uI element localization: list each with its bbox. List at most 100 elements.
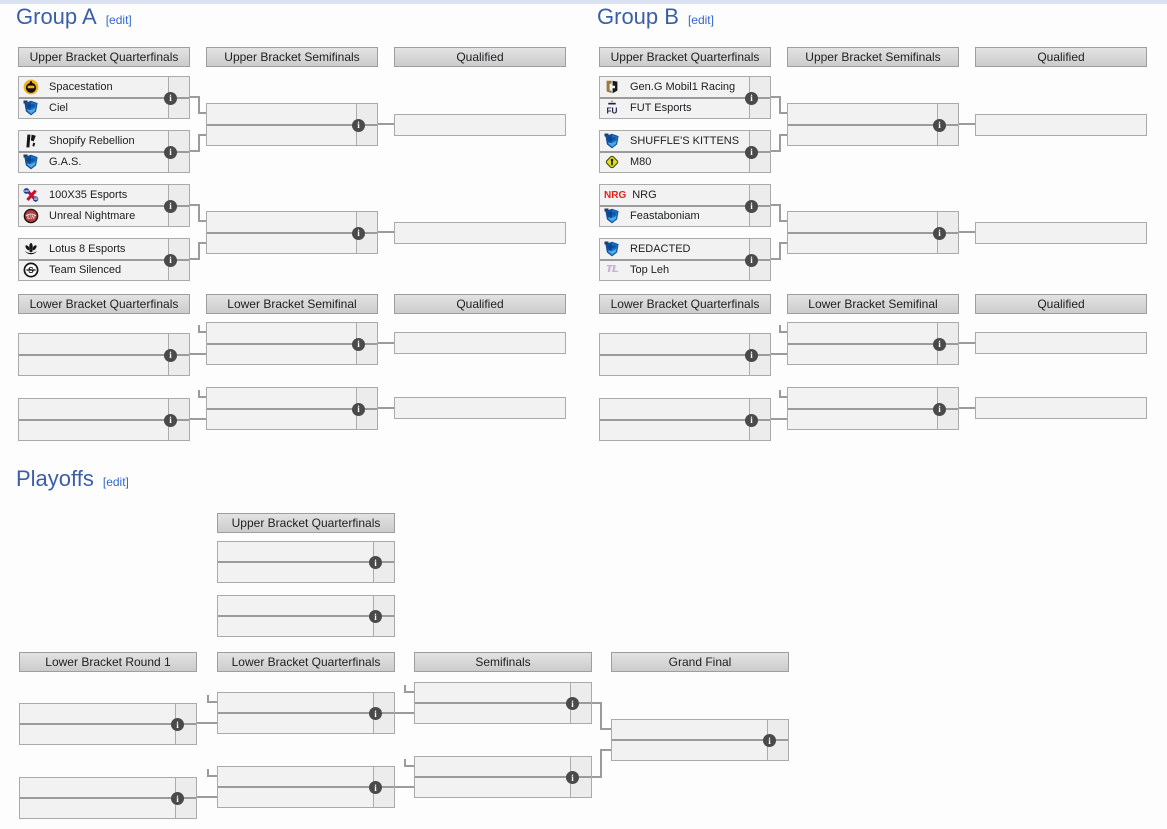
team-row[interactable]: Feastaboniam	[600, 206, 750, 227]
match-info-icon[interactable]: i	[352, 226, 365, 240]
match-info-icon[interactable]: i	[745, 145, 758, 159]
team-logo-fut-icon: FU	[604, 100, 620, 116]
connector-line	[959, 407, 975, 409]
team-name: Top Leh	[630, 263, 670, 276]
group-a-title: Group A	[16, 4, 97, 29]
match-info-icon[interactable]: i	[745, 253, 758, 267]
team-row[interactable]: STeam Silenced	[19, 260, 169, 281]
match-info-icon[interactable]: i	[369, 556, 382, 569]
match-info-icon[interactable]: i	[164, 253, 177, 267]
connector-line	[779, 220, 787, 222]
playoffs-heading: Playoffs [edit]	[16, 466, 129, 492]
match-info-icon[interactable]: i	[745, 199, 758, 213]
connector-line	[779, 331, 787, 333]
match-info-icon[interactable]: i	[164, 91, 177, 105]
match-info-icon[interactable]: i	[933, 226, 946, 240]
group-a-edit-link[interactable]: [edit]	[105, 13, 132, 27]
team-logo-team-silenced-icon: S	[23, 262, 39, 278]
qualified-box	[394, 114, 566, 136]
team-row[interactable]: M80	[600, 152, 750, 173]
match-middle-line	[207, 231, 377, 234]
team-row[interactable]: Spacestation	[19, 77, 169, 98]
team-logo-nrg-wordmark-icon: NRG	[604, 189, 627, 201]
group-b-edit-link[interactable]: [edit]	[687, 13, 714, 27]
team-logo-geng-icon	[604, 79, 620, 95]
team-name: 100X35 Esports	[49, 189, 128, 202]
top-border-strip	[0, 0, 1167, 4]
connector-line	[959, 123, 975, 125]
connector-line	[779, 242, 787, 244]
column-header-upper-bracket-semifinals: Upper Bracket Semifinals	[206, 47, 378, 67]
match-box-empty: i	[217, 766, 395, 808]
match-info-icon[interactable]: i	[369, 781, 382, 794]
match-box-empty: i	[18, 333, 190, 376]
match-info-icon[interactable]: i	[164, 145, 177, 159]
match-info-icon[interactable]: i	[763, 734, 776, 747]
team-name: Lotus 8 Esports	[49, 243, 126, 256]
match-info-icon[interactable]: i	[566, 697, 579, 710]
match-box-empty: i	[787, 387, 959, 430]
match-middle-line	[19, 258, 189, 261]
match-info-icon[interactable]: i	[352, 118, 365, 132]
connector-line	[190, 258, 200, 260]
match-info-icon[interactable]: i	[745, 91, 758, 105]
match-info-icon[interactable]: i	[933, 402, 946, 416]
match-info-icon[interactable]: i	[164, 199, 177, 213]
match-info-icon[interactable]: i	[171, 792, 184, 805]
column-header-lower-bracket-semifinal: Lower Bracket Semifinal	[206, 294, 378, 314]
team-row[interactable]: Shopify Rebellion	[19, 131, 169, 152]
match-middle-line	[612, 739, 788, 741]
match-info-icon[interactable]: i	[745, 348, 758, 362]
match-info-icon[interactable]: i	[745, 413, 758, 427]
team-logo-shield-blue-icon	[604, 133, 620, 149]
group-b-title: Group B	[597, 4, 679, 29]
match-middle-line	[788, 231, 958, 234]
connector-line	[404, 759, 406, 766]
team-logo-shield-blue-icon	[23, 100, 39, 116]
team-logo-shield-blue-icon	[604, 208, 620, 224]
match-middle-line	[600, 258, 770, 261]
team-row[interactable]: SHUFFLE'S KITTENS	[600, 131, 750, 152]
column-header-qualified: Qualified	[394, 294, 566, 314]
connector-line	[771, 418, 787, 420]
connector-line	[198, 205, 200, 221]
column-header-upper-bracket-quarterfinals: Upper Bracket Quarterfinals	[18, 47, 190, 67]
team-logo-shield-blue-icon	[604, 241, 620, 257]
match-middle-line	[207, 123, 377, 126]
match-info-icon[interactable]: i	[352, 402, 365, 416]
match-info-icon[interactable]: i	[566, 771, 579, 784]
match-info-icon[interactable]: i	[352, 337, 365, 351]
match-info-icon[interactable]: i	[164, 348, 177, 362]
match-info-icon[interactable]: i	[164, 413, 177, 427]
connector-line	[190, 96, 200, 98]
match-box-empty: i	[206, 211, 378, 254]
group-b-heading: Group B [edit]	[597, 4, 714, 30]
match-info-icon[interactable]: i	[933, 337, 946, 351]
match-info-icon[interactable]: i	[369, 610, 382, 623]
column-header-qualified: Qualified	[975, 294, 1147, 314]
svg-text:100: 100	[24, 189, 29, 193]
connector-line	[592, 776, 602, 778]
match-info-icon[interactable]: i	[933, 118, 946, 132]
team-row[interactable]: G.A.S.	[19, 152, 169, 173]
team-row[interactable]: Ciel	[19, 98, 169, 119]
match-info-icon[interactable]: i	[369, 707, 382, 720]
match-middle-line	[19, 353, 189, 356]
connector-line	[771, 258, 781, 260]
column-header-upper-bracket-quarterfinals: Upper Bracket Quarterfinals	[217, 513, 395, 533]
team-row[interactable]: Gen.G Mobil1 Racing	[600, 77, 750, 98]
match-box-empty: i	[787, 322, 959, 365]
team-row[interactable]: Lotus 8 Esports	[19, 239, 169, 260]
playoffs-edit-link[interactable]: [edit]	[102, 475, 129, 489]
match-middle-line	[218, 615, 394, 617]
team-row[interactable]: REDACTED	[600, 239, 750, 260]
match-info-icon[interactable]: i	[171, 718, 184, 731]
